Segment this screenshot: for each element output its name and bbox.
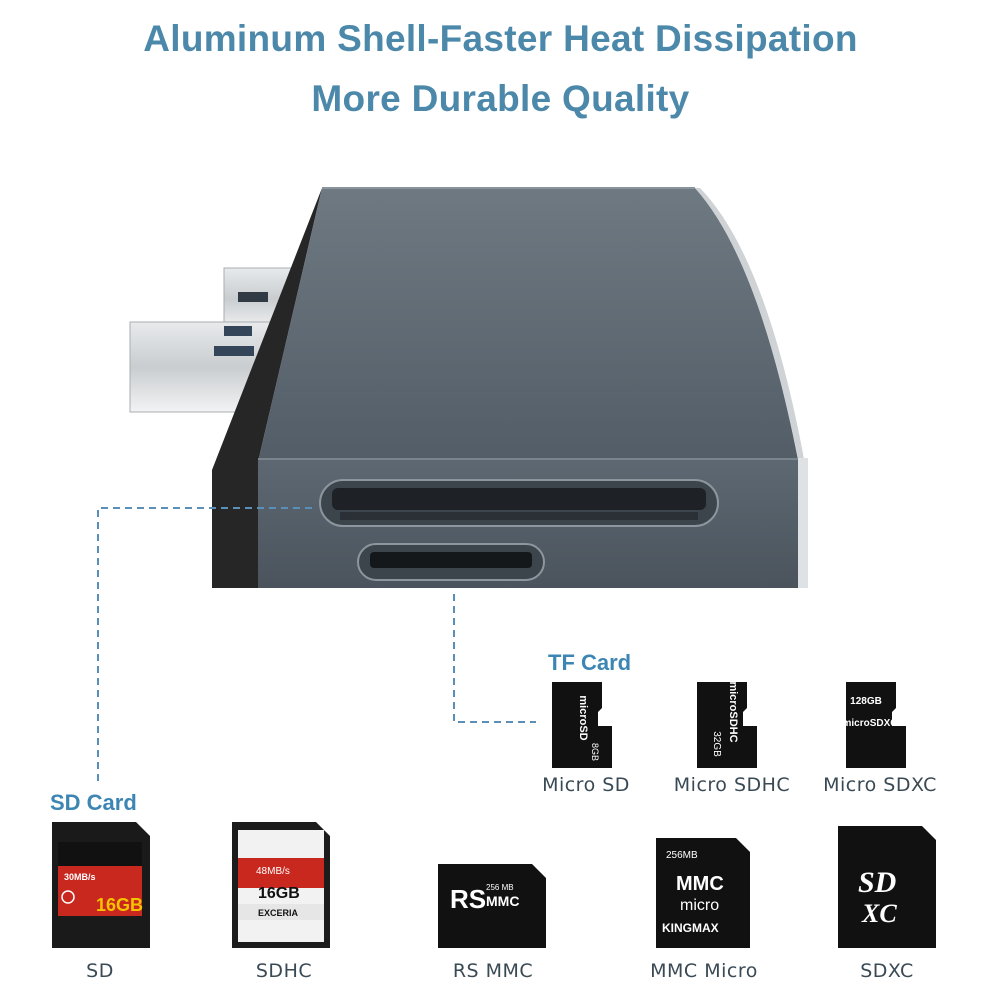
micro-sdxc-print: microSDXC bbox=[842, 718, 897, 729]
mmc-micro-card: 256MB MMC micro KINGMAX bbox=[656, 838, 750, 948]
sdhc-capacity: 16GB bbox=[258, 885, 300, 902]
sdhc-brand: EXCERIA bbox=[258, 908, 299, 918]
tf-card-title: TF Card bbox=[548, 650, 632, 675]
sd-card-title: SD Card bbox=[50, 790, 137, 815]
headline-line-1: Aluminum Shell-Faster Heat Dissipation bbox=[143, 18, 858, 59]
sdxc-caption: SDXC bbox=[860, 960, 914, 982]
headline-line-2: More Durable Quality bbox=[311, 78, 690, 119]
micro-sdhc-print: microSDHC bbox=[727, 681, 739, 742]
micro-sd-print: microSD bbox=[577, 695, 589, 740]
sd-speed: 30MB/s bbox=[64, 872, 96, 882]
rs-mmc-print-small: 256 MB bbox=[486, 883, 514, 892]
sdxc-logo-bottom: XC bbox=[861, 899, 897, 928]
sdhc-card: 48MB/s 16GB EXCERIA bbox=[232, 822, 330, 948]
micro-sdhc-caption: Micro SDHC bbox=[673, 774, 791, 796]
micro-sdxc-capacity: 128GB bbox=[850, 696, 882, 707]
sdhc-caption: SDHC bbox=[255, 960, 313, 982]
mmc-micro-caption: MMC Micro bbox=[650, 960, 758, 982]
sd-capacity: 16GB bbox=[96, 895, 143, 915]
micro-sdhc-card: microSDHC 32GB bbox=[697, 681, 757, 768]
mmc-micro-brand: KINGMAX bbox=[662, 921, 719, 935]
micro-sd-card: microSD 8GB bbox=[552, 682, 612, 768]
sd-card-slot bbox=[319, 479, 719, 527]
rs-mmc-print-sub: MMC bbox=[486, 893, 519, 909]
mmc-micro-capacity: 256MB bbox=[666, 850, 698, 861]
micro-sdxc-caption: Micro SDXC bbox=[823, 774, 937, 796]
rs-mmc-print-big: RS bbox=[450, 884, 486, 914]
micro-sdhc-capacity: 32GB bbox=[711, 731, 722, 757]
reader-side-shadow bbox=[212, 188, 322, 588]
rs-mmc-card: RS 256 MB MMC bbox=[438, 864, 546, 948]
sdhc-speed: 48MB/s bbox=[256, 866, 290, 877]
sd-leader-line bbox=[97, 507, 312, 784]
sd-caption: SD bbox=[86, 960, 114, 982]
sdxc-card: SD XC bbox=[838, 826, 936, 948]
mmc-micro-print-main: MMC bbox=[676, 873, 724, 895]
micro-sd-capacity: 8GB bbox=[590, 743, 600, 761]
tf-card-slot bbox=[357, 543, 545, 581]
reader-top-surface bbox=[258, 188, 800, 470]
micro-sdxc-card: 128GB microSDXC bbox=[842, 682, 906, 768]
sd-card: 30MB/s 16GB bbox=[52, 822, 150, 948]
mmc-micro-print-sub: micro bbox=[680, 897, 719, 914]
micro-sd-caption: Micro SD bbox=[542, 774, 630, 796]
tf-leader-line bbox=[453, 594, 536, 723]
rs-mmc-caption: RS MMC bbox=[452, 960, 534, 982]
sdxc-logo-top: SD bbox=[858, 866, 896, 899]
